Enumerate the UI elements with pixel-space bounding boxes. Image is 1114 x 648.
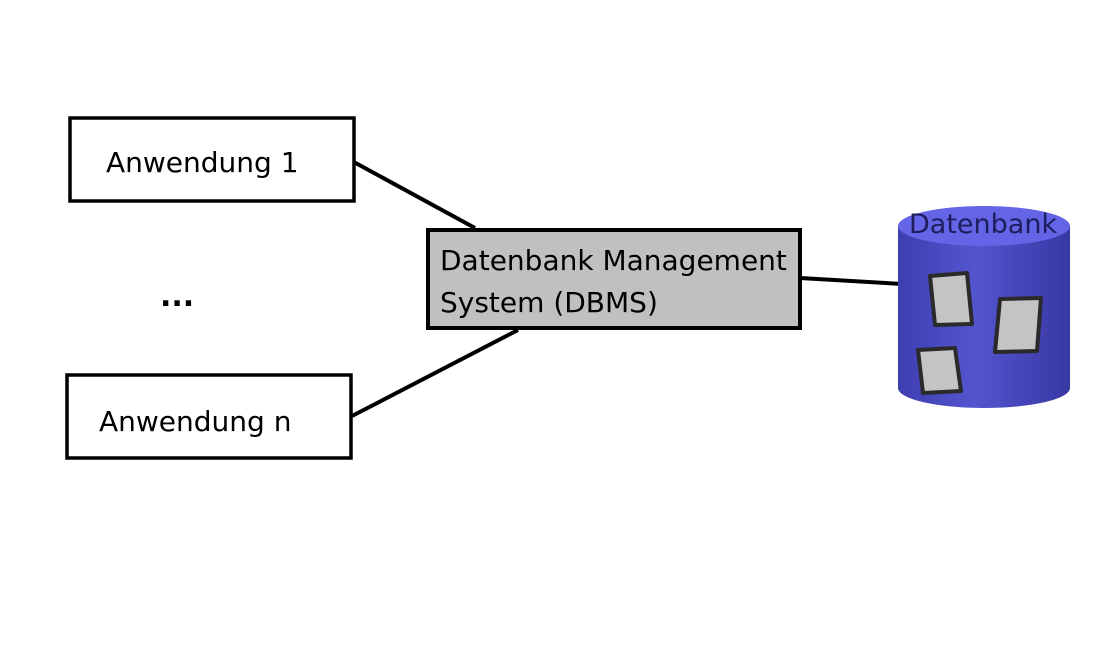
dbms-box: Datenbank Management System (DBMS) bbox=[426, 228, 802, 330]
application-1-box: Anwendung 1 bbox=[68, 116, 356, 203]
application-n-label: Anwendung n bbox=[99, 405, 291, 438]
connector-app1-dbms bbox=[351, 159, 476, 230]
application-n-box: Anwendung n bbox=[65, 373, 353, 460]
database-cylinder-icon: Datenbank bbox=[898, 206, 1070, 408]
record-icon bbox=[993, 296, 1043, 354]
database-label: Datenbank bbox=[909, 209, 1057, 240]
record-icon bbox=[916, 346, 963, 395]
connector-appn-dbms bbox=[351, 328, 519, 418]
dbms-label-line-2: System (DBMS) bbox=[440, 286, 658, 319]
ellipsis-text: ... bbox=[160, 279, 194, 314]
connector-dbms-database bbox=[799, 276, 903, 286]
application-1-label: Anwendung 1 bbox=[106, 146, 299, 179]
dbms-label-line-1: Datenbank Management bbox=[440, 244, 787, 277]
record-icon bbox=[928, 271, 974, 327]
